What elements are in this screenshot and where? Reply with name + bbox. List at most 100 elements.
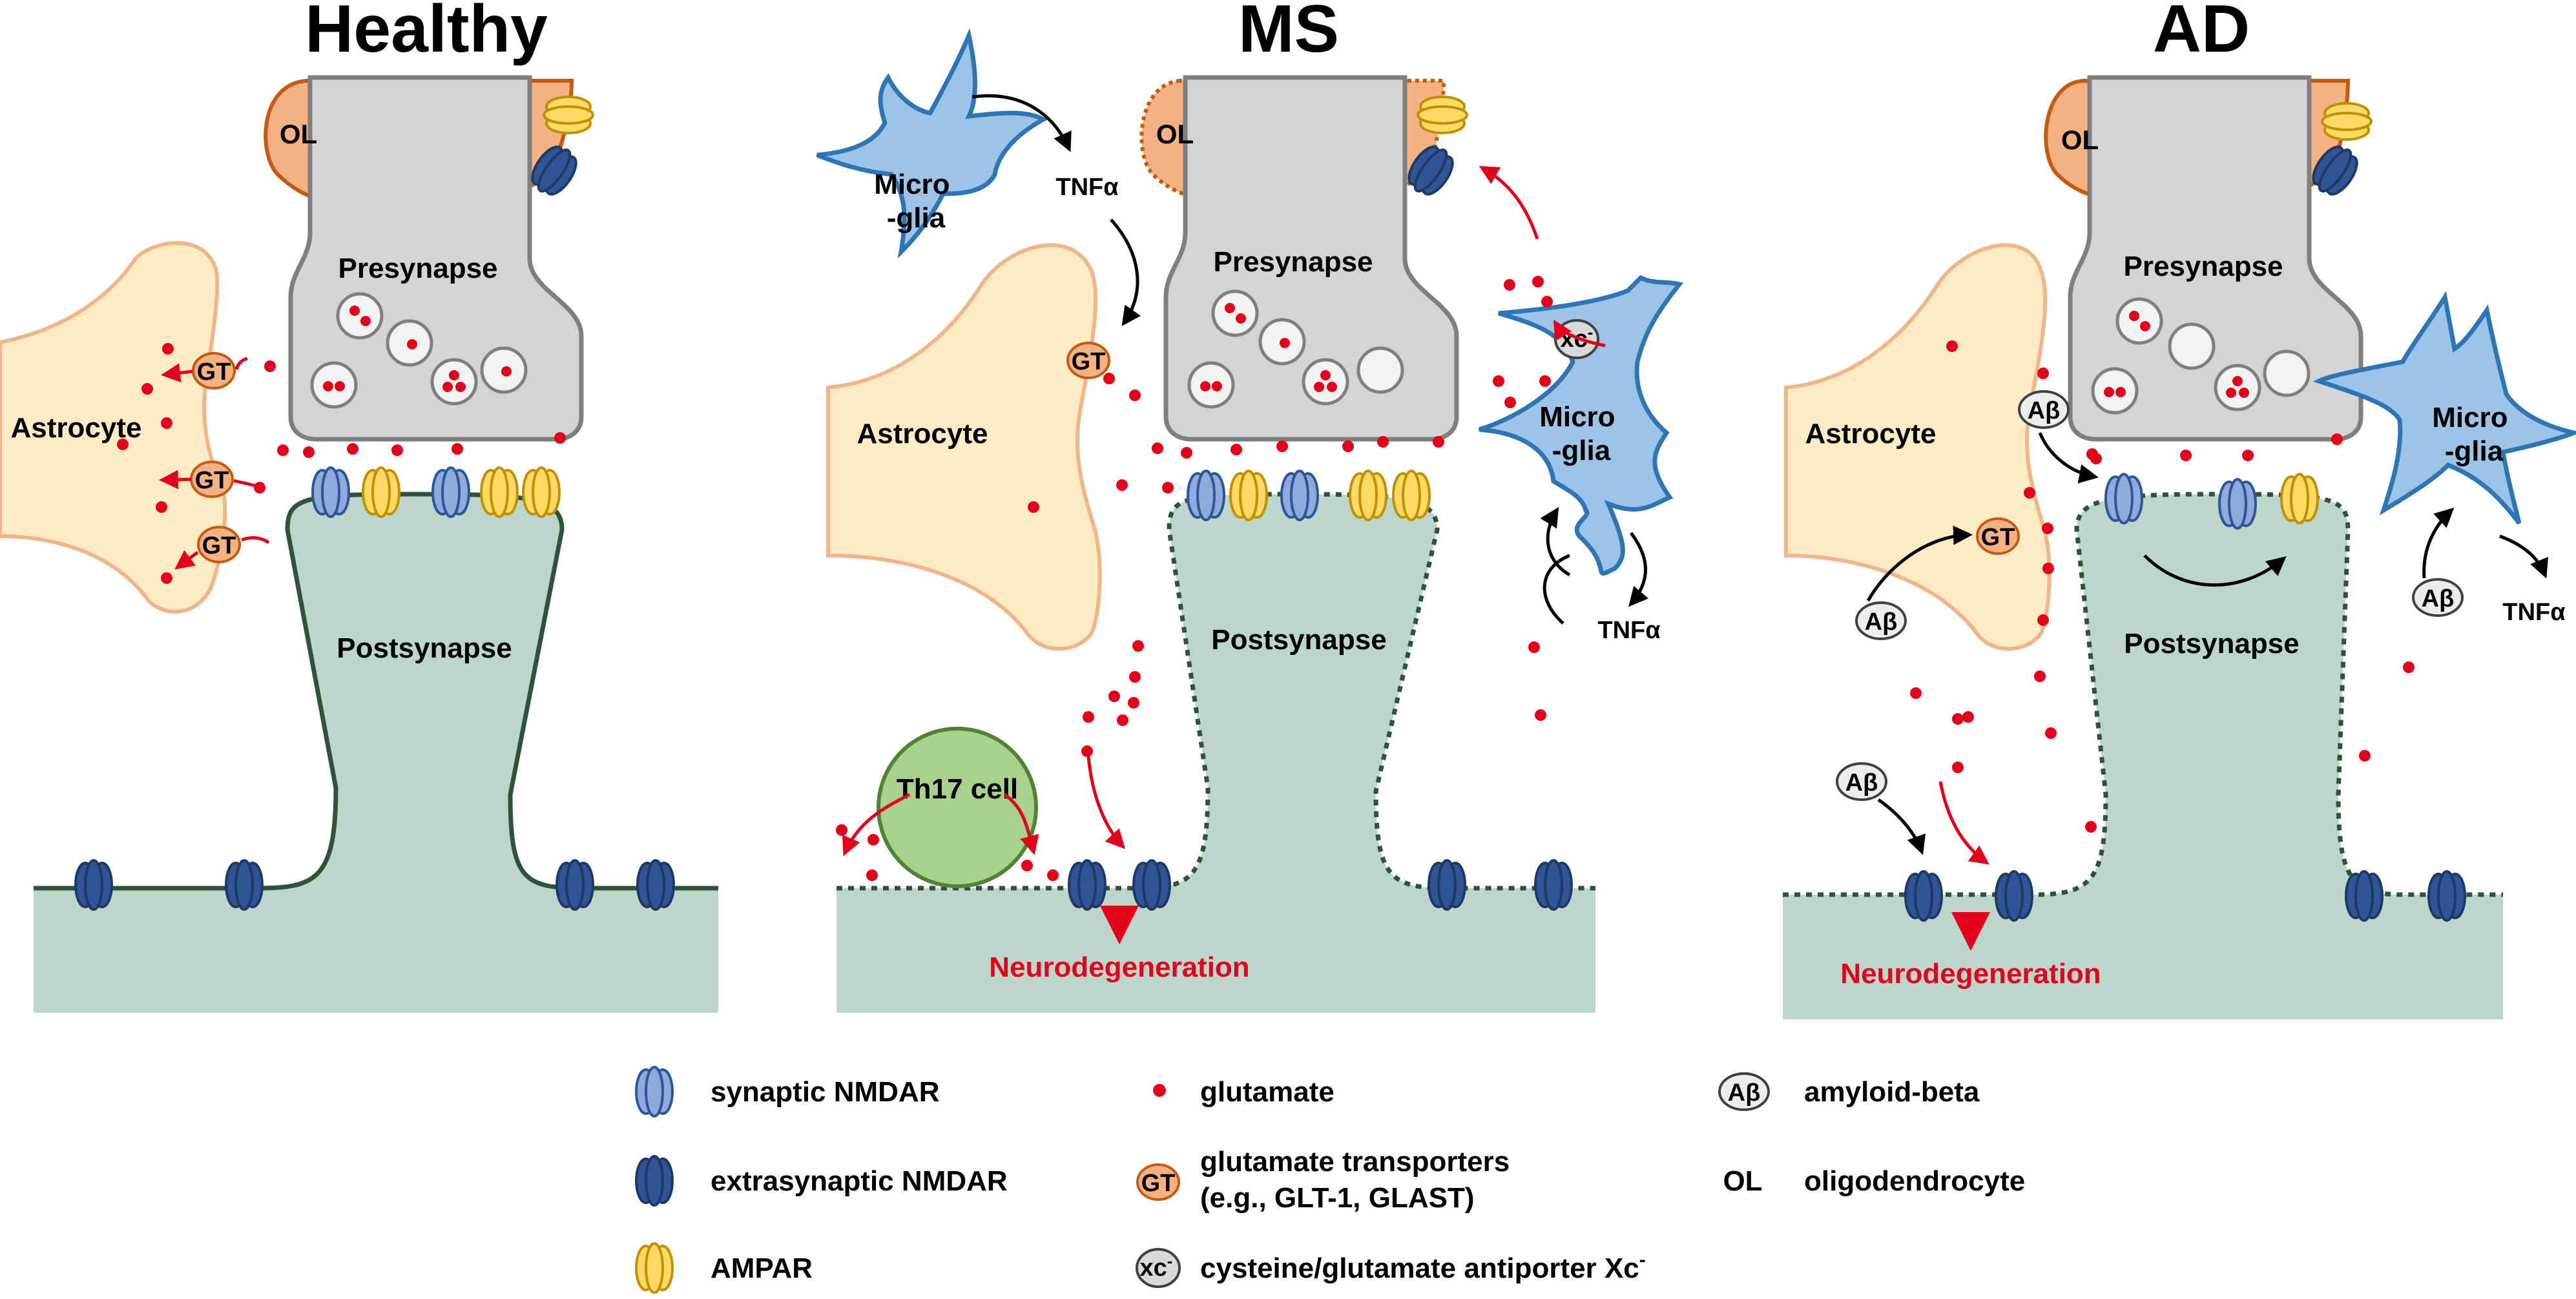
extrasynaptic-nmdar (2345, 870, 2384, 922)
legend-oligodendrocyte: oligodendrocyte (1804, 1165, 2025, 1197)
amyloid-beta: Aβ (2412, 578, 2464, 617)
panel-title-ad: AD (2153, 0, 2250, 67)
extrasynaptic-nmdar (225, 859, 264, 911)
ol-label-healthy: OL (280, 119, 317, 149)
vesicle (1189, 363, 1233, 407)
synaptic-nmdar (2104, 473, 2143, 525)
microglia-label-ad: Micro -glia (2432, 402, 2516, 467)
glutamate-transporter: GT (197, 526, 241, 563)
postsynapse-label-ad: Postsynapse (2124, 628, 2299, 660)
legend-ol-abbr: OL (1723, 1165, 1762, 1197)
amyloid-beta: Aβ (1855, 601, 1907, 640)
panel-ad: OL Presynapse Postsynapse Astrocyte Micr… (1783, 75, 2576, 1019)
vesicle (432, 360, 476, 404)
ampar (362, 466, 400, 518)
postsynapse-label-healthy: Postsynapse (337, 632, 512, 664)
tnf-label-ms-2: TNFα (1597, 617, 1660, 644)
extrasynaptic-nmdar (1068, 859, 1106, 911)
postsynaptic-membrane-ad (1783, 494, 2503, 1019)
synaptic-nmdar (1280, 470, 1319, 521)
extrasynaptic-nmdar (1534, 859, 1573, 911)
presynapse-label-healthy: Presynapse (338, 253, 497, 284)
glutamate-transporter: GT (1066, 342, 1110, 379)
svg-text:Aβ: Aβ (1728, 1079, 1761, 1107)
postsynapse-label-ms: Postsynapse (1211, 624, 1386, 656)
microglia-ad (2312, 291, 2576, 525)
svg-text:GT: GT (195, 467, 229, 494)
legend-xc-antiporter: cysteine/glutamate antiporter Xc- (1200, 1249, 1646, 1284)
microglia-ms-1 (816, 28, 1048, 259)
astrocyte-label-ad: Astrocyte (1805, 418, 1937, 450)
legend: synaptic NMDAR extrasynaptic NMDAR AMPAR… (635, 1066, 2025, 1294)
vesicle (2265, 351, 2309, 395)
legend-amyloid-beta: amyloid-beta (1804, 1076, 1980, 1108)
vesicle (1213, 291, 1257, 335)
amyloid-beta: Aβ (1836, 762, 1887, 801)
ampar (1349, 470, 1387, 521)
vesicle (1358, 348, 1402, 392)
extrasynaptic-nmdar-icon (635, 1155, 674, 1207)
extrasynaptic-nmdar (1904, 870, 1943, 922)
legend-glutamate-transporters: glutamate transporters (e.g., GLT-1, GLA… (1200, 1146, 1517, 1214)
microglia-label-ms-2: Micro -glia (1539, 401, 1623, 466)
svg-text:GT: GT (202, 532, 236, 559)
vesicle (482, 348, 526, 392)
astrocyte-label-healthy: Astrocyte (11, 412, 142, 444)
vesicle (1260, 320, 1304, 364)
xc-antiporter-icon: xc- (1136, 1248, 1181, 1288)
ampar (2321, 102, 2373, 141)
astrocyte-healthy (0, 241, 227, 614)
astrocyte-ms (826, 243, 1102, 651)
svg-text:Aβ: Aβ (1845, 769, 1878, 796)
tnf-label-ms-1: TNFα (1055, 174, 1118, 201)
amyloid-beta: Aβ (2018, 390, 2070, 429)
glutamate-dots-ad (1910, 340, 2415, 833)
neurodegeneration-ad: Neurodegeneration (1840, 958, 2101, 990)
vesicle (2117, 299, 2161, 343)
extrasynaptic-nmdar (1995, 870, 2033, 922)
vesicle (312, 363, 356, 407)
synaptic-nmdar (311, 466, 350, 518)
panel-title-healthy: Healthy (305, 0, 548, 67)
svg-text:Aβ: Aβ (2422, 585, 2455, 612)
tnf-label-ad: TNFα (2502, 599, 2565, 626)
svg-text:GT: GT (1981, 524, 2015, 551)
ampar-icon (635, 1242, 674, 1294)
synaptic-nmdar (1187, 470, 1225, 521)
legend-synaptic-nmdar: synaptic NMDAR (711, 1076, 940, 1108)
glutamate-dots-ms (836, 276, 1553, 881)
extrasynaptic-nmdar (1132, 859, 1171, 911)
extrasynaptic-nmdar (1428, 859, 1466, 911)
th17-cell (877, 727, 1038, 888)
ol-label-ad: OL (2061, 125, 2099, 155)
th17-label: Th17 cell (897, 773, 1018, 805)
presynapse-label-ms: Presynapse (1213, 246, 1373, 278)
ampar (522, 466, 561, 518)
extrasynaptic-nmdar (556, 859, 594, 911)
svg-text:GT: GT (197, 359, 231, 386)
glutamate-dots-healthy (117, 343, 566, 584)
synaptic-nmdar (431, 466, 470, 518)
synaptic-nmdar (2218, 478, 2257, 530)
ampar (2280, 473, 2319, 525)
vesicle (338, 294, 382, 338)
svg-text:GT: GT (1072, 348, 1106, 375)
ampar (543, 96, 594, 134)
panel-healthy: OL Presynapse Postsynapse Astrocyte GT G… (0, 75, 718, 1013)
microglia-label-ms-1: Micro -glia (874, 169, 958, 234)
extrasynaptic-nmdar (636, 859, 675, 911)
astrocyte-label-ms: Astrocyte (857, 418, 988, 450)
legend-ampar: AMPAR (711, 1252, 813, 1284)
neurodegeneration-ms: Neurodegeneration (989, 951, 1249, 983)
svg-text:GT: GT (1141, 1170, 1176, 1197)
panel-ms: OL Presynapse Postsynapse Astrocyte Micr… (816, 28, 1684, 1013)
vesicle (1304, 360, 1347, 404)
vesicle (2170, 324, 2214, 368)
vesicle (2093, 369, 2137, 413)
ampar (1392, 470, 1431, 521)
extrasynaptic-nmdar (74, 859, 113, 911)
glutamate-transporter: GT (1976, 517, 2020, 555)
ampar (1417, 96, 1468, 134)
ampar (1229, 470, 1268, 521)
